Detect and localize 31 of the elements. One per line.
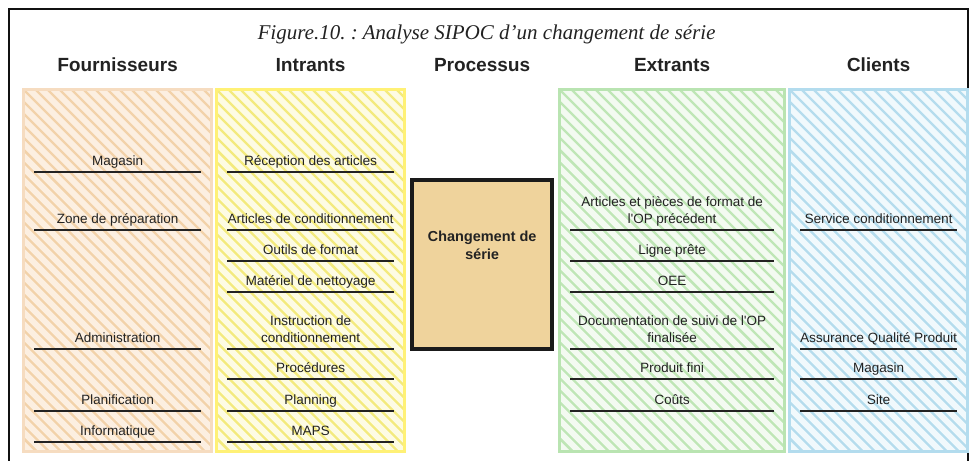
column-heading: Extrants [632, 55, 712, 77]
list-item: Site [800, 380, 957, 412]
list-item: Magasin [800, 350, 957, 380]
figure-title: Figure.10. : Analyse SIPOC d’un changement de série [256, 20, 716, 45]
list-item: Produit fini [570, 350, 774, 380]
list-item: Planning [227, 380, 394, 412]
list-item: Informatique [34, 412, 201, 443]
column-heading: Clients [846, 55, 912, 77]
list-item: MAPS [227, 412, 394, 443]
list-item: Procédures [227, 350, 394, 380]
list-item: Articles et pièces de format de l'OP précédent [570, 98, 774, 231]
list-item: Assurance Qualité Produit [800, 231, 957, 350]
list-item: Ligne prête [570, 231, 774, 262]
list-item: Articles de conditionnement [227, 173, 394, 231]
list-item: OEE [570, 262, 774, 293]
process-box [410, 178, 554, 351]
list-item: Zone de préparation [34, 173, 201, 231]
list-item: Service conditionnement [800, 98, 957, 231]
list-item: Magasin [34, 98, 201, 173]
list-item: Instruction de conditionnement [227, 293, 394, 350]
column-heading: Intrants [274, 55, 346, 77]
column-heading: Fournisseurs [56, 55, 179, 77]
list-item: Matériel de nettoyage [227, 262, 394, 293]
list-item: Outils de format [227, 231, 394, 262]
list-item: Planification [34, 350, 201, 412]
list-item: Administration [34, 231, 201, 350]
list-item: Documentation de suivi de l'OP finalisée [570, 293, 774, 350]
list-item: Réception des articles [227, 98, 394, 173]
list-item: Coûts [570, 380, 774, 412]
column-heading: Processus [432, 55, 532, 77]
process-label: Changement de série [427, 228, 537, 265]
